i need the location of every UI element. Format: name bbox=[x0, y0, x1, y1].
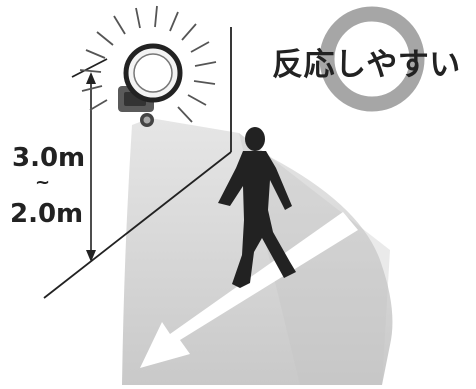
height-dimension-arrow bbox=[86, 72, 96, 262]
accent-ring bbox=[319, 6, 425, 112]
headline-text: 反応しやすい bbox=[272, 47, 461, 83]
light-rays bbox=[79, 5, 217, 123]
sensor-light-icon bbox=[118, 43, 183, 127]
mounting-height-separator: ~ bbox=[35, 172, 51, 193]
walking-person-icon bbox=[218, 127, 296, 288]
mounting-height-min: 2.0m bbox=[10, 199, 84, 229]
wall-lines bbox=[43, 27, 232, 299]
direction-arrow-icon bbox=[140, 212, 358, 368]
mounting-height-max: 3.0m bbox=[12, 143, 86, 173]
